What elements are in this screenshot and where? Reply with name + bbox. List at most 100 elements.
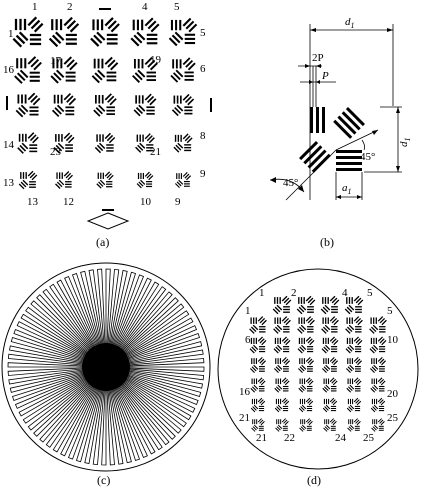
angle-arc-arrow-right: [298, 185, 304, 192]
a-pattern-element: [132, 57, 158, 83]
d-pattern-element: [347, 418, 361, 432]
d-pattern-element: [249, 356, 267, 374]
d-pattern-element: [249, 316, 267, 334]
a-bottom-label-10: 10: [140, 196, 152, 208]
a-top-label-5: 5: [174, 1, 180, 13]
d-pattern-element: [323, 418, 337, 432]
a1-arrow-right: [357, 195, 362, 199]
d-top-label-5: 5: [367, 287, 373, 299]
d-pattern-element: [274, 377, 290, 393]
d-pattern-element: [249, 336, 267, 354]
caption-d: (d): [307, 473, 321, 487]
d-top-label-2: 2: [291, 287, 297, 299]
d-pattern-element: [370, 377, 386, 393]
a-left-label-1: 1: [8, 28, 14, 40]
d-pattern-element: [321, 356, 339, 374]
a-pattern-element: [174, 171, 192, 189]
a-top-label-4: 4: [142, 1, 148, 13]
a-pattern-element: [136, 171, 154, 189]
d-right-label-5: 5: [387, 305, 393, 317]
panel-a-resolution-target: 1 2 4 5 1 16 14 13 5 6 8 9 17 19 23 21 1…: [3, 1, 212, 249]
d-pattern-element: [273, 356, 291, 374]
d-pattern-element: [297, 356, 315, 374]
a-right-label-6: 6: [200, 63, 206, 75]
d-pattern-element: [275, 418, 289, 432]
d-top-label-4: 4: [342, 287, 348, 299]
d-pattern-element: [345, 336, 363, 354]
d-right-label-20: 20: [387, 388, 399, 400]
star-outer-circle: [1, 262, 211, 472]
d-pattern-element: [273, 316, 291, 334]
d1-right-arrow-bottom: [396, 166, 400, 172]
a-pattern-element: [14, 56, 42, 84]
angle-label-outer: 45°: [283, 177, 298, 189]
d-pattern-element: [322, 397, 338, 413]
d-pattern-element: [344, 295, 364, 315]
p-arrow-left: [309, 80, 313, 84]
pattern-bar-group-vertical: [310, 107, 325, 133]
p-arrow-right: [316, 80, 320, 84]
d1-right-arrow-top: [396, 107, 400, 113]
d-pattern-element: [321, 316, 339, 334]
a-inner-label-21: 21: [150, 146, 161, 158]
a-bottom-label-9: 9: [175, 196, 181, 208]
a-right-label-9: 9: [200, 168, 206, 180]
a-bottom-label-13: 13: [27, 196, 39, 208]
two-p-arrow-left: [305, 64, 310, 68]
d-pattern-element: [370, 397, 386, 413]
caption-b: (b): [320, 235, 334, 249]
a-bottom-label-12: 12: [63, 196, 74, 208]
a-pattern-element: [55, 171, 73, 189]
panel-a-pattern-grid: [12, 16, 198, 190]
a-left-label-14: 14: [3, 139, 15, 151]
d-pattern-element: [297, 336, 315, 354]
a-top-label-1: 1: [32, 1, 38, 13]
d1-arrow-left: [310, 28, 316, 32]
a-pattern-element: [12, 16, 44, 48]
d-left-label-21: 21: [239, 412, 250, 424]
angle-leader-line: [335, 129, 379, 151]
a-pattern-element: [90, 17, 120, 47]
a-top-label-2: 2: [67, 1, 73, 13]
a1-label: a1: [342, 182, 352, 196]
d1-top-label: d1: [345, 16, 355, 30]
d-pattern-element: [296, 295, 316, 315]
d-pattern-element: [322, 377, 338, 393]
a-pattern-element: [48, 16, 80, 48]
a-inner-label-23: 23: [50, 146, 62, 158]
a-pattern-element: [51, 92, 77, 118]
a-left-label-16: 16: [3, 64, 15, 76]
panel-d-circular-resolution-target: 1 2 4 5 1 6 16 21 5 10 20 25 21 22 24 25…: [217, 268, 419, 487]
a-inner-label-17: 17: [50, 55, 62, 67]
a-pattern-element: [170, 57, 196, 83]
d-right-label-25: 25: [387, 412, 399, 424]
d-pattern-element: [345, 316, 363, 334]
star-spokes: [7, 268, 205, 466]
a-pattern-element: [15, 92, 41, 118]
angle-diagonal-line: [285, 149, 337, 201]
d-pattern-element: [299, 418, 313, 432]
panel-d-pattern-grid: [249, 295, 387, 432]
a-pattern-element: [135, 133, 155, 153]
p-label: P: [321, 70, 329, 82]
d-bottom-label-21: 21: [256, 432, 267, 444]
d1-right-label: d1: [398, 138, 412, 148]
pattern-bar-group-diagonal-left: [299, 141, 331, 173]
a-pattern-element: [18, 170, 38, 190]
d-left-label-1: 1: [245, 305, 251, 317]
a-pattern-element: [173, 133, 193, 153]
a-pattern-element: [133, 93, 157, 117]
angle-arc-arrow-left: [270, 177, 276, 183]
target-outer-circle: [217, 268, 419, 470]
d1-arrow-right: [387, 28, 393, 32]
d-pattern-element: [297, 316, 315, 334]
d-left-label-16: 16: [239, 386, 251, 398]
a-pattern-element: [168, 17, 198, 47]
a-inner-label-19: 19: [150, 54, 162, 66]
a-pattern-element: [93, 93, 117, 117]
a-pattern-element: [91, 56, 119, 84]
d-pattern-element: [272, 295, 292, 315]
d-pattern-element: [369, 316, 387, 334]
d-pattern-element: [251, 418, 265, 432]
